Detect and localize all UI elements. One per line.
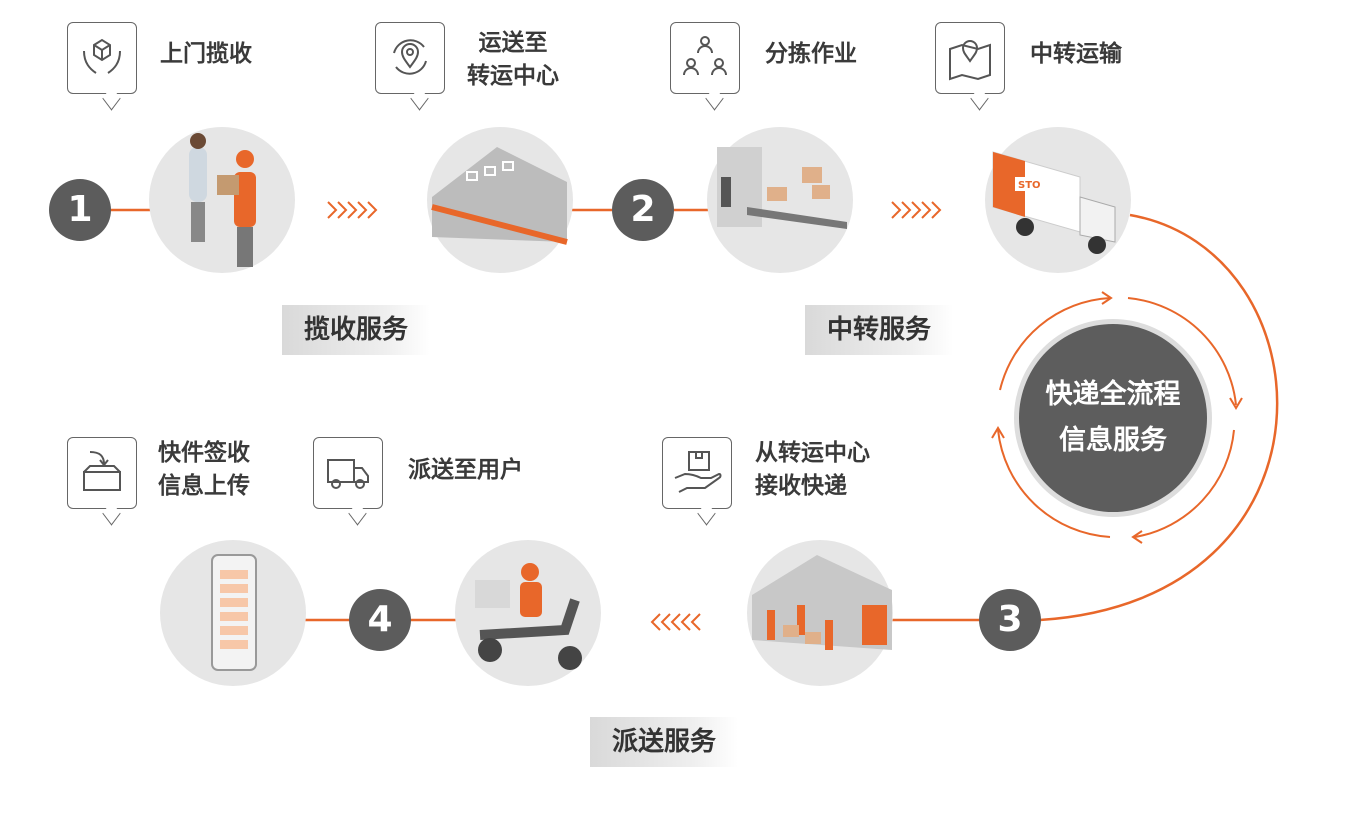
transit-service-label: 中转服务	[805, 305, 954, 355]
pickup-illustration	[149, 127, 295, 273]
main-flow-arc	[1039, 213, 1279, 622]
hub-warehouse-illustration	[427, 127, 573, 273]
step-number-4: 4	[349, 589, 411, 651]
step-label-deliver: 派送至用户	[408, 457, 523, 483]
sorting-machine-illustration	[707, 127, 853, 273]
pickup-service-label: 揽收服务	[282, 305, 431, 355]
center-line-2: 信息服务	[1059, 425, 1167, 456]
step-label-sorting: 分拣作业	[765, 41, 857, 67]
center-ring	[991, 291, 1243, 544]
step-label-sign-upload: 快件签收信息上传	[158, 440, 250, 499]
map-pin-icon	[935, 22, 1005, 111]
parcel-sign-icon	[67, 437, 137, 526]
chevrons-right	[327, 201, 942, 631]
step-label-receive: 从转运中心接收快递	[755, 440, 870, 499]
step-label-pickup: 上门揽收	[160, 41, 252, 67]
transit-truck-illustration: STO	[985, 127, 1131, 273]
hands-box-icon	[67, 22, 137, 111]
step-number-3: 3	[979, 589, 1041, 651]
delivery-service-label: 派送服务	[590, 717, 739, 767]
center-info-service: 快递全流程 信息服务	[1019, 324, 1207, 512]
step-number-1: 1	[49, 179, 111, 241]
phone-illustration	[160, 540, 306, 686]
hand-package-icon	[662, 437, 732, 526]
step-number-2: 2	[612, 179, 674, 241]
people-sorting-icon	[670, 22, 740, 111]
step-label-transit: 中转运输	[1030, 41, 1122, 67]
delivery-truck-icon	[313, 437, 383, 526]
step-label-to-hub: 运送至转运中心	[467, 30, 559, 89]
center-line-1: 快递全流程	[1045, 379, 1181, 410]
truck-logo-text: STO	[1018, 180, 1041, 191]
receiving-warehouse-illustration	[747, 540, 893, 686]
location-cycle-icon	[375, 22, 445, 111]
scooter-courier-illustration	[455, 540, 601, 686]
